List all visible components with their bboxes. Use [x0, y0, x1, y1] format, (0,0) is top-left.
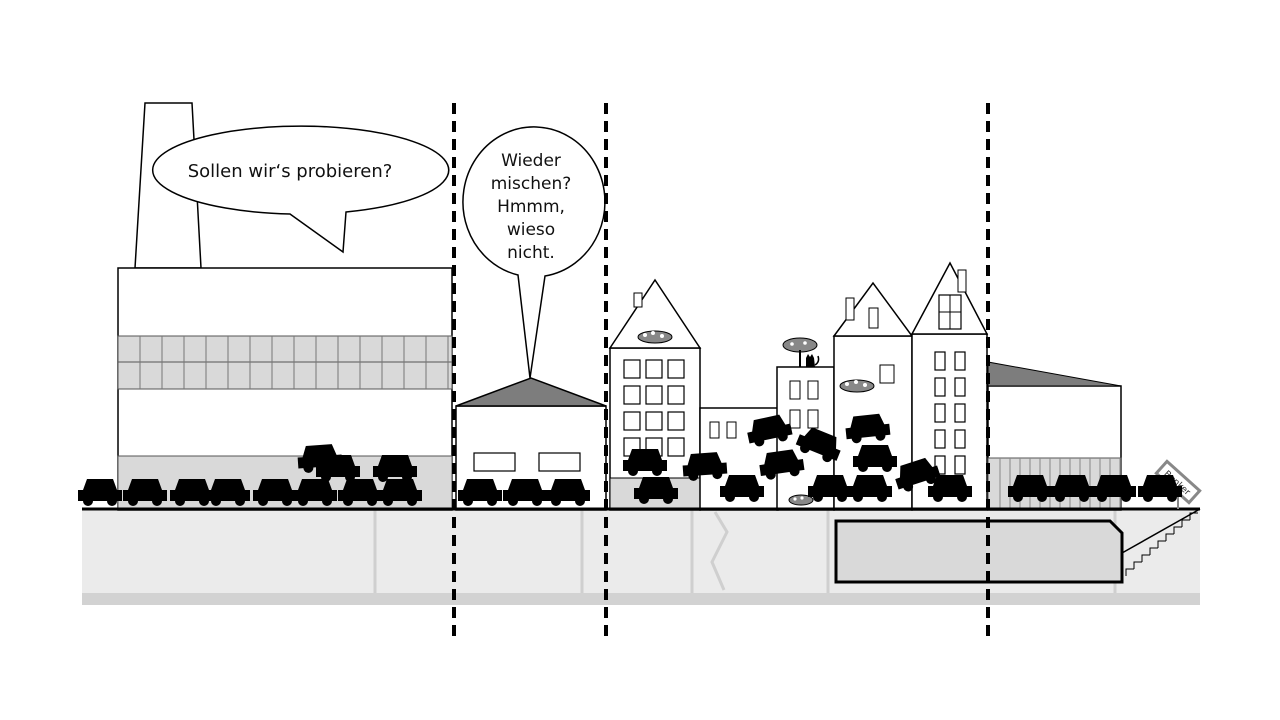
window [538, 452, 581, 472]
window [954, 403, 966, 423]
bunker [834, 508, 1201, 584]
townhouse-left [608, 278, 702, 511]
window [954, 351, 966, 371]
foundation-slab [82, 593, 1200, 605]
flower-box-icon [839, 379, 875, 393]
window [645, 359, 663, 379]
window [934, 403, 946, 423]
bubble-line: wieso [506, 220, 556, 240]
flower-box-icon [788, 494, 814, 506]
flower-box-icon [637, 330, 673, 344]
window [954, 429, 966, 449]
speech-bubble-2 [462, 126, 606, 379]
cat-icon [806, 354, 820, 367]
bubble-line: Wieder [501, 151, 561, 171]
bubble-line: Hmmm, [497, 197, 565, 217]
window [954, 377, 966, 397]
window [934, 351, 946, 371]
window [934, 429, 946, 449]
window [645, 411, 663, 431]
window [667, 437, 685, 457]
window [645, 385, 663, 405]
foundation-lines [373, 510, 1117, 593]
window [473, 452, 516, 472]
speech-bubble-1 [151, 125, 450, 254]
window [934, 455, 946, 475]
speech-bubble-2-text: Wieder mischen? Hmmm, wieso nicht. [470, 150, 592, 265]
stairs-icon [1125, 512, 1198, 576]
small-house-roof [455, 377, 607, 407]
window [667, 359, 685, 379]
window [623, 411, 641, 431]
window [623, 385, 641, 405]
rooftop-tree [782, 337, 818, 367]
bubble-line: Sollen wir‘s probieren? [187, 161, 393, 182]
window [954, 455, 966, 475]
window [623, 359, 641, 379]
bubble-line: nicht. [507, 243, 555, 263]
window [667, 385, 685, 405]
window [934, 377, 946, 397]
speech-bubble-1-text: Sollen wir‘s probieren? [150, 160, 430, 183]
window [667, 411, 685, 431]
car-icon [78, 479, 122, 506]
bubble-line: mischen? [490, 174, 572, 194]
factory [117, 102, 453, 511]
